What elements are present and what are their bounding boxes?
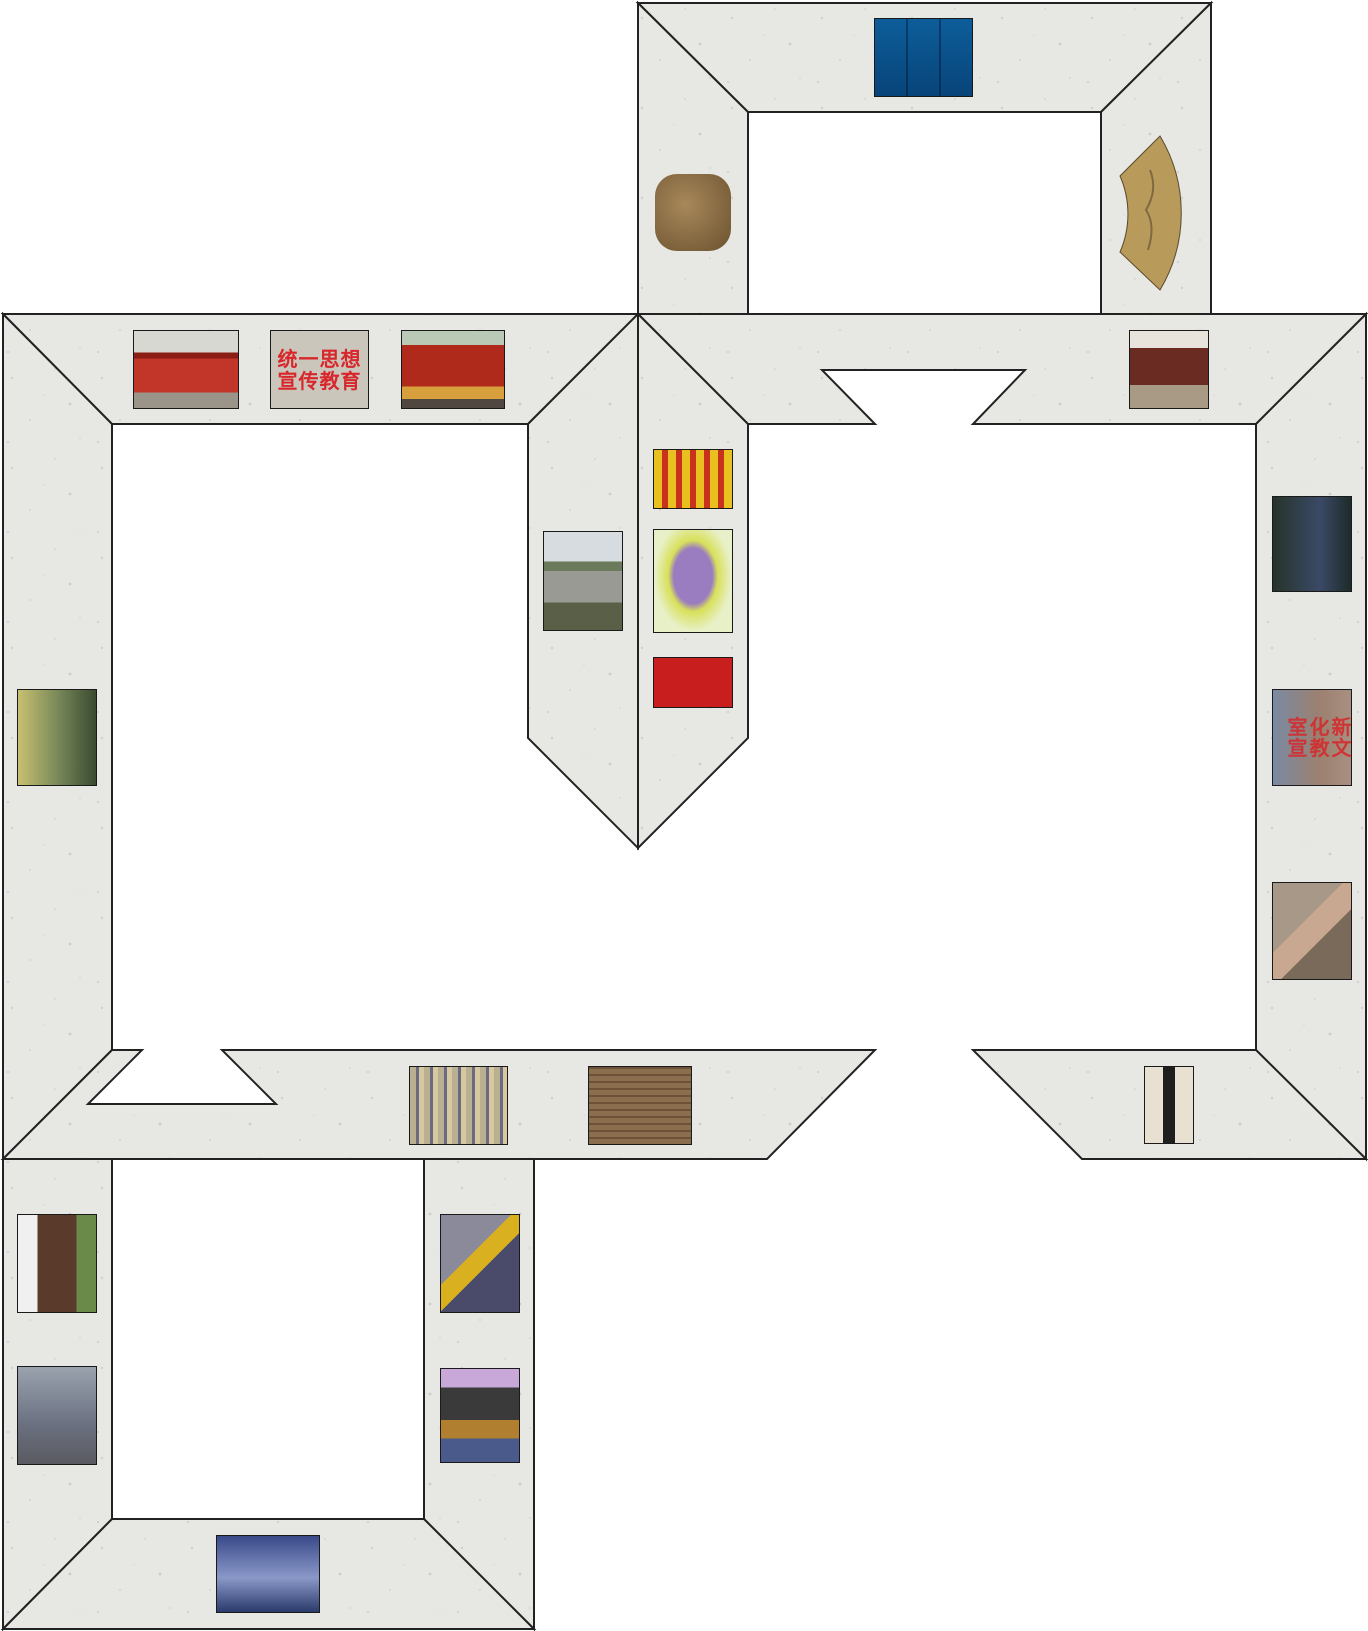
photo-standing-figure	[1144, 1066, 1194, 1144]
photo-dark-interior	[1272, 496, 1352, 592]
photo-construction-site	[440, 1368, 520, 1463]
dragon-tile-panel	[874, 18, 973, 97]
photo-temple-gate	[1129, 330, 1209, 409]
wall-panel	[635, 313, 1368, 425]
photo-stone-monument	[543, 531, 623, 631]
photo-red-yellow-banner	[653, 449, 733, 509]
round-ink-painting	[655, 174, 731, 251]
photo-brick-wall-sign: 新文化教室宣	[1272, 689, 1352, 786]
photo-road-sign	[440, 1214, 520, 1313]
photo-aircraft-sky	[216, 1535, 320, 1613]
photo-red-shutters	[401, 330, 505, 409]
upper-right-room	[635, 311, 1368, 1162]
photo-crowded-facade	[409, 1066, 508, 1145]
photo-brick-pattern	[588, 1066, 692, 1145]
photo-red-noticeboard	[133, 330, 239, 409]
photo-concrete-pipes	[17, 1366, 97, 1465]
fan-painting	[1119, 135, 1182, 291]
portrait-purple-face	[653, 529, 733, 633]
vertical-sign-text: 新文化教室宣	[1284, 716, 1352, 759]
photo-slogan-wall: 统一思想 宣传教育	[270, 330, 369, 409]
fan-painting-ink	[1144, 169, 1155, 251]
photo-red-flag	[653, 657, 733, 708]
upper-left-room	[0, 311, 641, 1162]
photo-green-building	[17, 689, 97, 786]
photo-rooftop	[1272, 882, 1352, 980]
photo-brick-corridor	[17, 1214, 97, 1313]
slogan-text: 统一思想 宣传教育	[277, 346, 362, 393]
